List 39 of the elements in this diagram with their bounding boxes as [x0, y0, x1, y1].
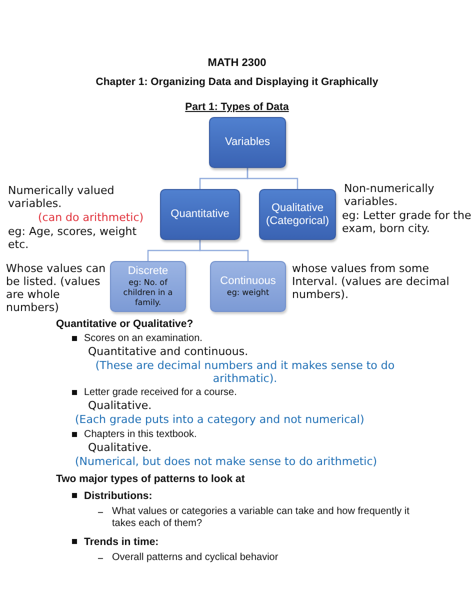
- bullet-text: Chapters in this textbook.: [84, 429, 197, 441]
- handwritten-note: (These are decimal numbers and it makes sense to do arithmatic).: [94, 359, 396, 385]
- handwritten-answer: Quantitative and continuous.: [88, 345, 248, 358]
- bullet-heading: Distributions:: [84, 490, 152, 503]
- box-label: Continuous: [220, 275, 276, 288]
- box-label: Quantitative: [170, 208, 230, 221]
- handwritten-note: whose values from some Interval. (values are decimal numbers).: [292, 262, 450, 301]
- bullet-text: Letter grade received for a course.: [84, 387, 237, 399]
- box-label: Variables: [224, 136, 270, 149]
- box-label: Discrete: [128, 265, 168, 278]
- section-heading: Part 1: Types of Data: [184, 101, 290, 114]
- handwritten-note: Non-numerically variables.: [344, 182, 436, 208]
- connector-line: [199, 240, 249, 261]
- handwritten-note: eg: No. of children in a family.: [122, 278, 174, 308]
- category-box: [160, 189, 240, 240]
- category-box: [210, 261, 286, 312]
- handwritten-note: Whose values can be listed. (values are whole numbers): [6, 262, 107, 314]
- handwritten-note: (Each grade puts into a category and not numerical): [75, 413, 364, 426]
- bullet-text: What values or categories a variable can take and how frequently it takes each of them?: [112, 506, 410, 530]
- handwritten-answer: Qualitative.: [88, 399, 152, 412]
- question-heading: Quantitative or Qualitative?: [56, 318, 194, 331]
- section-heading: Two major types of patterns to look at: [56, 473, 245, 486]
- handwritten-note: (can do arithmetic): [38, 211, 145, 224]
- page-title: MATH 2300: [206, 56, 268, 70]
- handwritten-note: eg: Letter grade for the exam, born city.: [342, 209, 472, 235]
- bullet-text: Overall patterns and cyclical behavior: [112, 552, 278, 564]
- bullet-heading: Trends in time:: [84, 536, 159, 549]
- handwritten-note: eg: Age, scores, weight etc.: [8, 225, 138, 251]
- category-box: [209, 117, 286, 168]
- handwritten-note: (Numerical, but does not make sense to do arithmetic): [75, 455, 378, 468]
- category-box: [259, 189, 336, 240]
- category-box: [110, 261, 186, 312]
- box-label: Qualitative (Categorical): [265, 202, 330, 228]
- connector-line: [246, 168, 298, 189]
- bullet-text: Scores on an examination.: [84, 333, 202, 345]
- handwritten-note: eg: weight: [226, 288, 270, 298]
- chapter-heading: Chapter 1: Organizing Data and Displaying it Graphically: [94, 76, 380, 89]
- handwritten-note: Numerically valued variables.: [8, 184, 116, 210]
- handwritten-answer: Qualitative.: [88, 441, 152, 454]
